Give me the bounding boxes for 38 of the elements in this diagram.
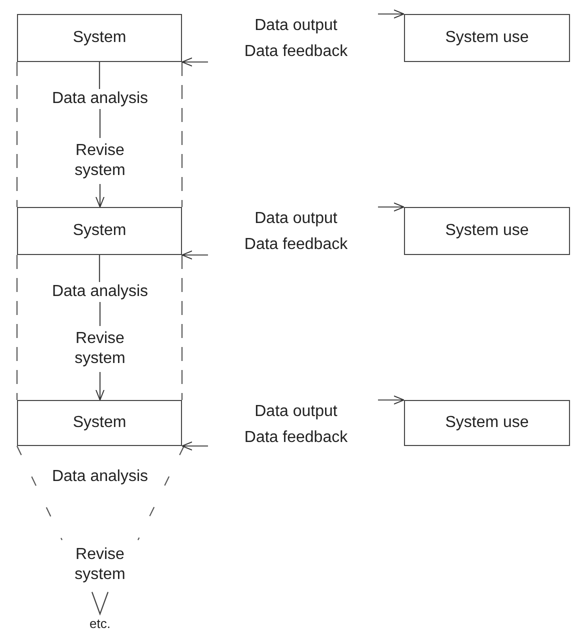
flow-label: Data output	[254, 16, 338, 36]
system-box	[17, 400, 182, 446]
system-box	[17, 14, 182, 62]
flow-step-label: Data analysis	[52, 89, 148, 109]
connector-line	[98, 62, 100, 89]
system-box	[17, 207, 182, 255]
box-label: System	[72, 413, 126, 433]
box-label: System use	[445, 413, 529, 433]
arrow	[91, 592, 109, 616]
flow-label: Data feedback	[243, 235, 349, 255]
arrow	[96, 372, 104, 400]
arrow	[182, 58, 208, 66]
arrow	[96, 184, 104, 208]
flow-step-label: Data analysis	[52, 282, 148, 302]
flow-label: Data feedback	[243, 428, 349, 448]
flow-label: Data feedback	[243, 42, 349, 62]
box-label: System use	[445, 221, 529, 241]
arrow	[378, 10, 404, 18]
connector-line	[99, 109, 101, 138]
flow-step-label: Revise system	[74, 329, 126, 369]
box-label: System	[72, 28, 126, 48]
flow-label: Data output	[254, 209, 338, 229]
flow-label: Data output	[254, 402, 338, 422]
system-box	[404, 14, 570, 62]
box-label: System	[72, 221, 126, 241]
flow-step-label: Revise system	[74, 141, 126, 181]
flow-step-label: etc.	[90, 615, 110, 632]
box-label: System use	[445, 28, 529, 48]
arrow	[378, 396, 404, 404]
flow-step-label: Revise system	[74, 545, 126, 585]
arrow	[378, 202, 404, 212]
connector-line	[98, 255, 100, 282]
system-box	[404, 207, 570, 255]
system-box	[404, 400, 570, 446]
arrow	[182, 250, 208, 260]
connector-line	[99, 302, 101, 326]
flow-step-label: Data analysis	[52, 467, 148, 487]
arrow	[182, 442, 208, 450]
